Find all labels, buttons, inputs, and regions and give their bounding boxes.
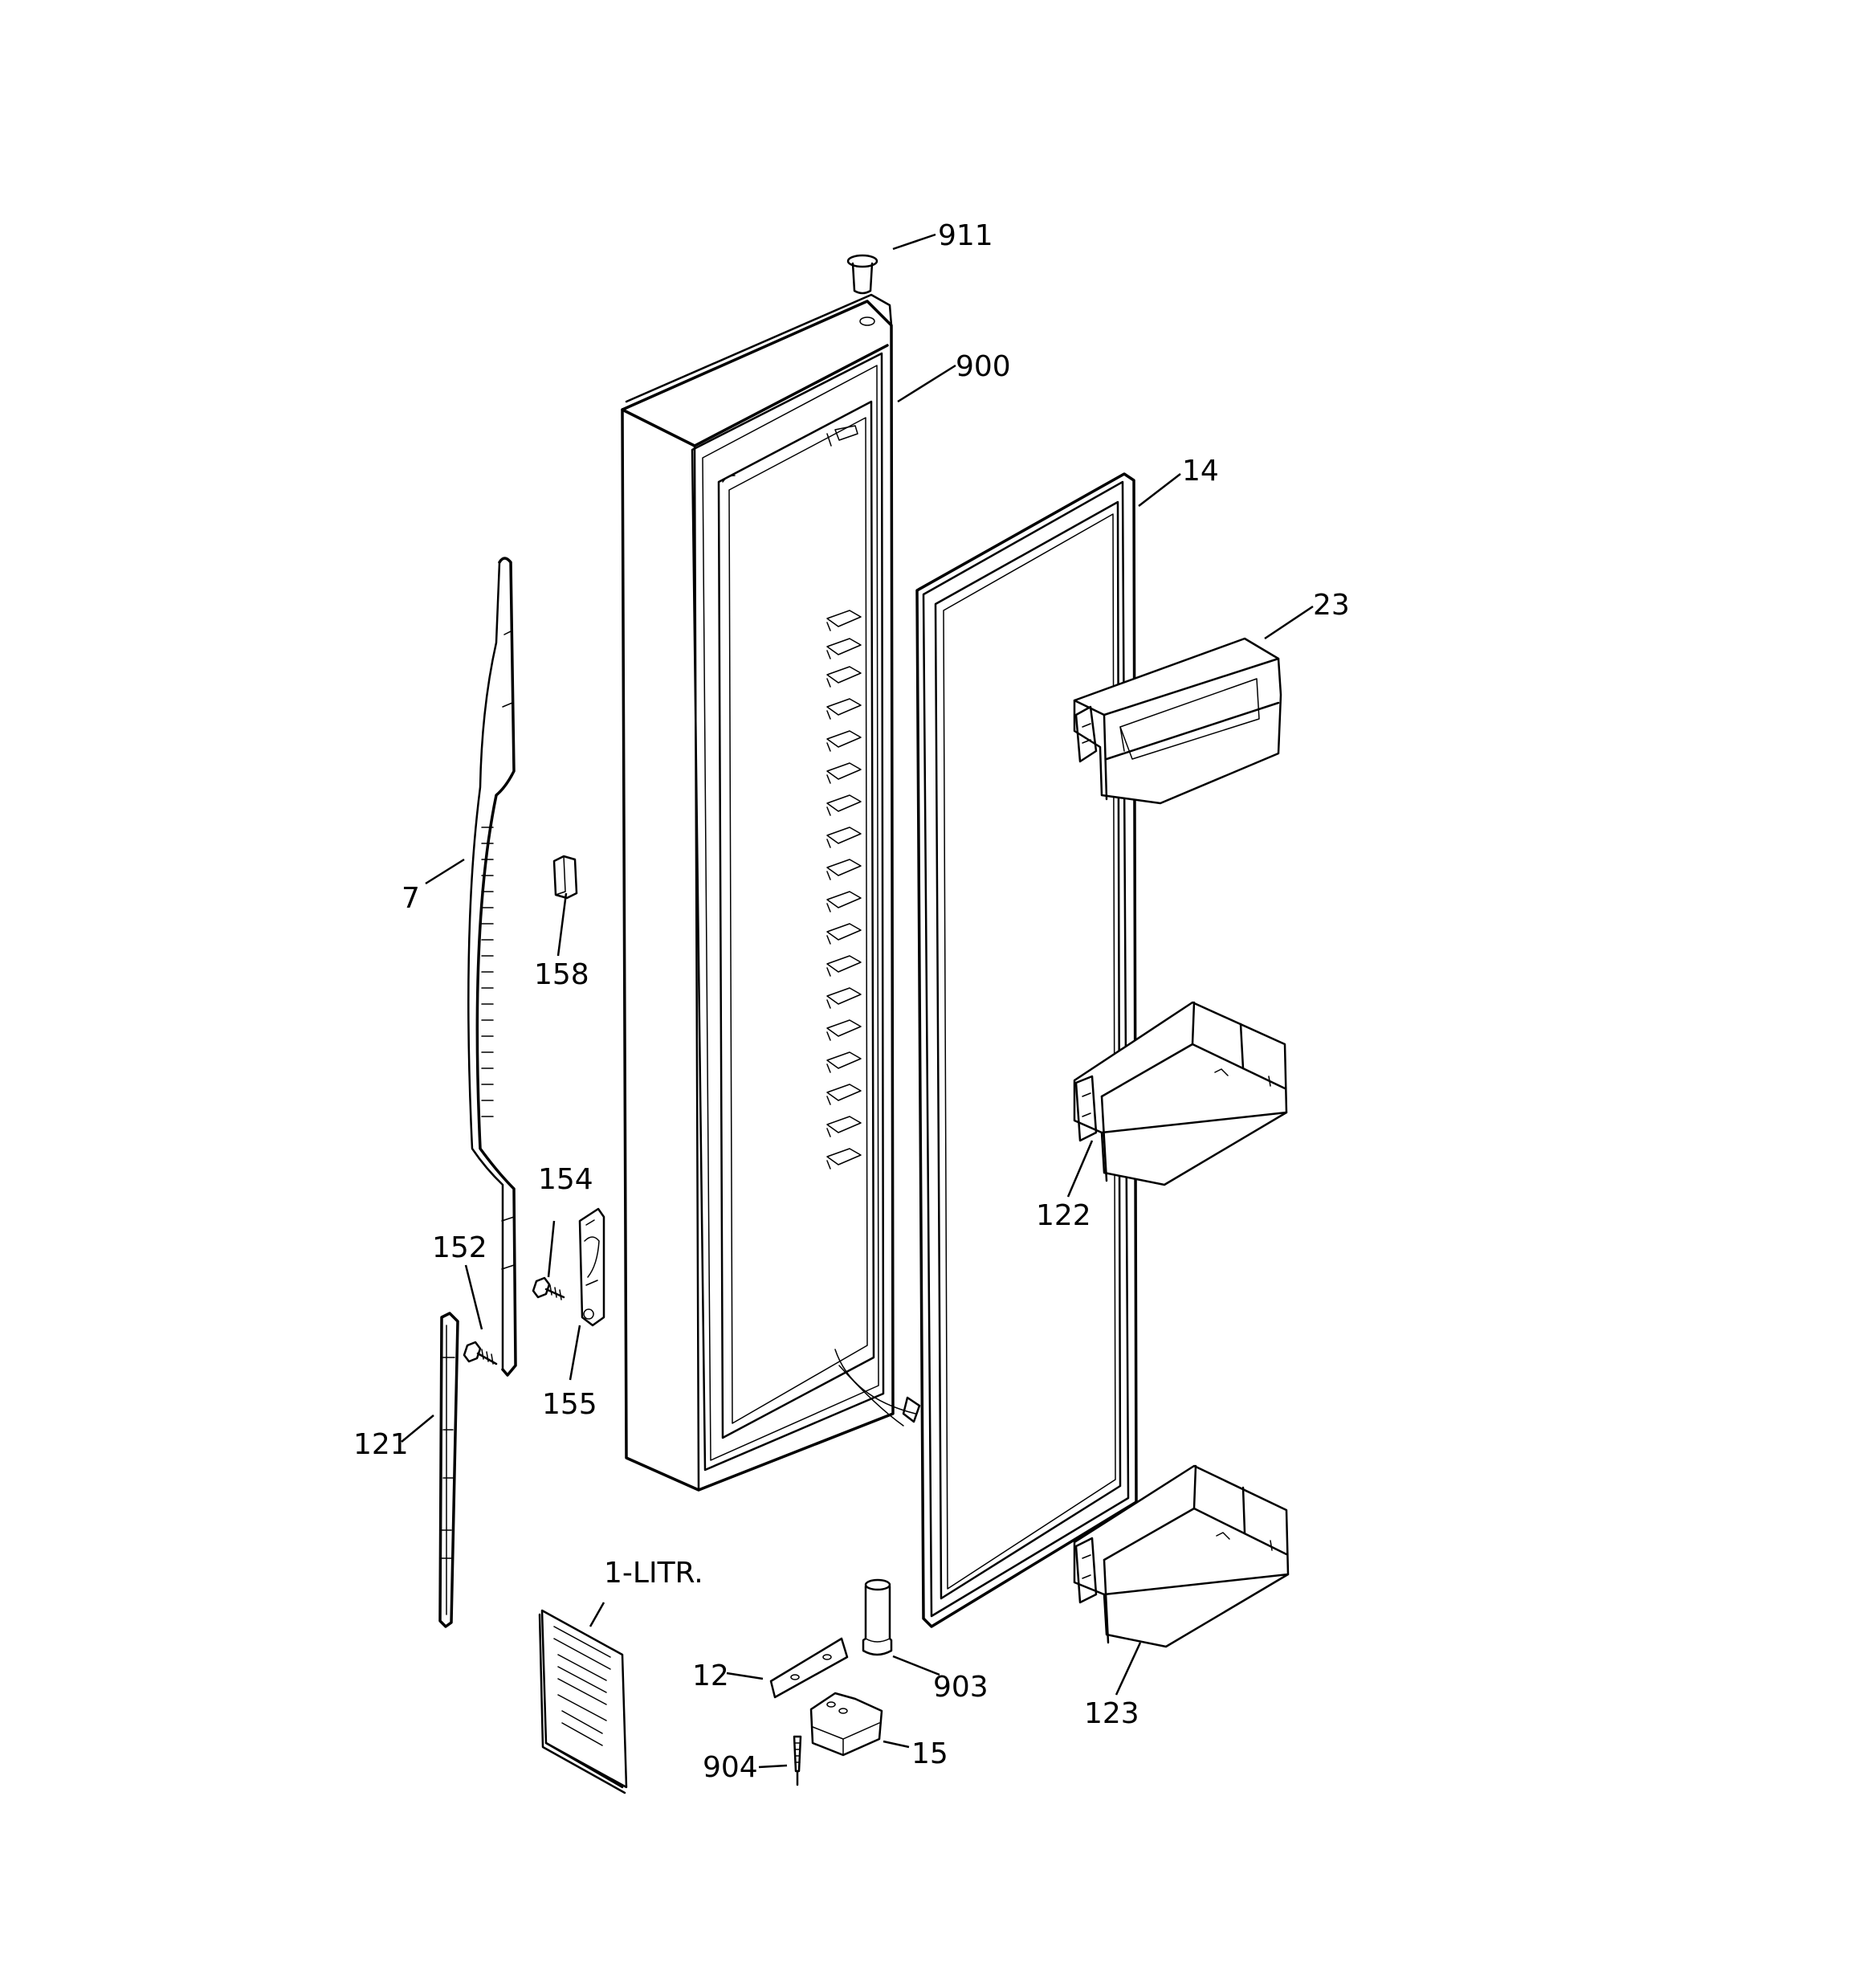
label-900: 900 — [956, 350, 1011, 383]
part-911-bushing — [846, 254, 879, 295]
part-903-pin — [862, 1578, 893, 1656]
label-903: 903 — [933, 1671, 989, 1704]
label-1-litr: 1-LITR. — [604, 1557, 703, 1590]
part-14-gasket — [915, 472, 1138, 1628]
label-15: 15 — [911, 1737, 948, 1770]
part-12-plate — [769, 1637, 849, 1699]
label-155: 155 — [542, 1388, 597, 1421]
part-121-trim — [438, 1312, 459, 1628]
label-122: 122 — [1036, 1199, 1091, 1232]
part-904-screw — [793, 1735, 802, 1786]
part-123-bottom-bin — [1073, 1464, 1290, 1648]
label-158: 158 — [534, 958, 589, 991]
label-123: 123 — [1084, 1697, 1139, 1730]
label-7: 7 — [402, 882, 420, 915]
label-14: 14 — [1182, 455, 1219, 488]
label-23: 23 — [1313, 589, 1350, 622]
part-154-screw — [532, 1276, 565, 1300]
part-155-hinge-bracket — [578, 1207, 605, 1327]
part-15-hinge-block — [809, 1692, 883, 1757]
label-911: 911 — [938, 219, 993, 252]
part-158-clip — [552, 855, 578, 900]
part-7-handle — [467, 557, 517, 1377]
label-154: 154 — [538, 1163, 593, 1196]
label-904: 904 — [703, 1751, 758, 1784]
part-900-door — [621, 293, 921, 1492]
part-labels: 911 900 14 23 7 158 154 152 155 122 121 … — [353, 219, 1350, 1784]
leader-lines — [401, 233, 1314, 1769]
label-152: 152 — [432, 1231, 487, 1264]
part-122-middle-bin — [1073, 1001, 1288, 1186]
label-121: 121 — [353, 1428, 409, 1461]
part-23-top-bin — [1073, 637, 1282, 805]
part-literature-booklet — [538, 1609, 628, 1794]
label-12: 12 — [692, 1659, 729, 1692]
part-152-screw — [463, 1341, 498, 1365]
